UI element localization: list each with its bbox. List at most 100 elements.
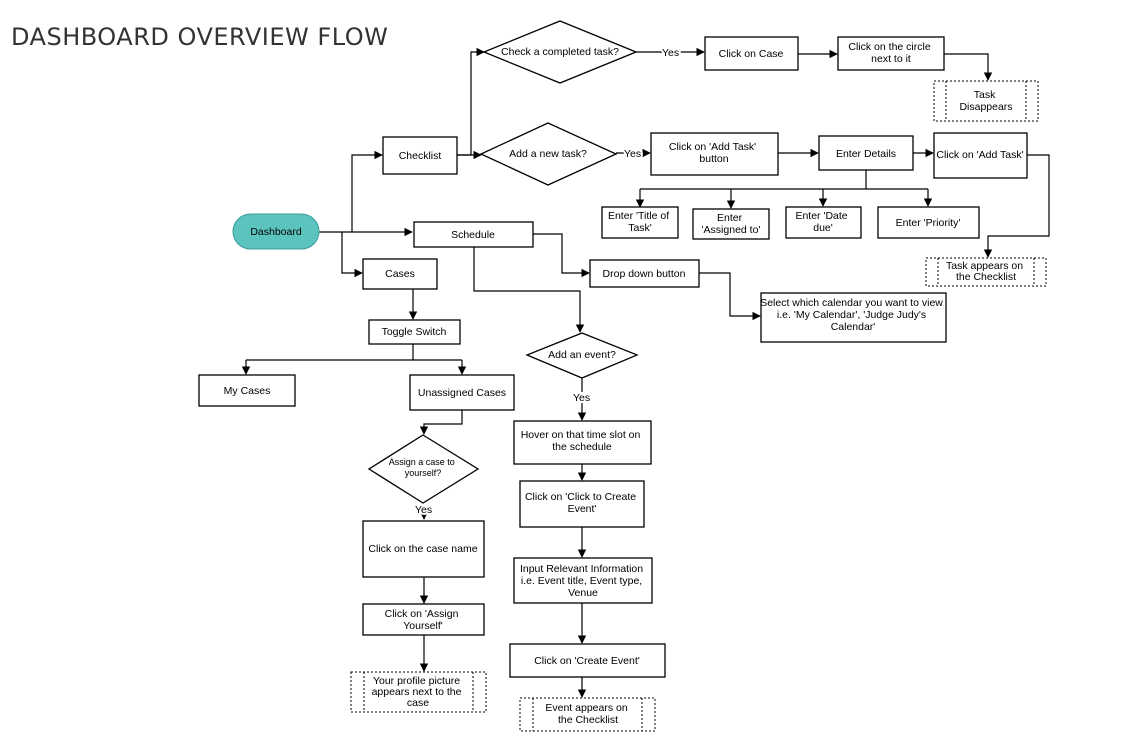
node-label-line: button <box>699 153 728 165</box>
node-enter-priority: Enter 'Priority' <box>877 206 980 239</box>
node-click-case-name: Click on the case name <box>362 520 485 578</box>
node-label: Click on the circle next to it <box>848 41 933 65</box>
node-label-line: 'Assigned to' <box>702 224 761 236</box>
node-toggle-switch: Toggle Switch <box>368 319 461 345</box>
node-shape <box>362 603 485 636</box>
node-label-line: Dashboard <box>250 226 302 238</box>
node-label: Add an event? <box>548 349 616 361</box>
node-shape <box>198 374 296 407</box>
node-shape <box>601 206 679 239</box>
node-enter-title: Enter 'Title of Task' <box>601 206 679 239</box>
node-shape <box>650 132 779 176</box>
node-label: Enter 'Priority' <box>896 217 961 229</box>
node-label-line: Click on the case name <box>368 543 477 555</box>
node-label: Enter 'Date due' <box>795 210 850 234</box>
edge-dashboard-checklist <box>351 150 383 232</box>
node-label: Unassigned Cases <box>418 387 506 399</box>
decision-shape <box>525 332 639 379</box>
node-select-calendar: Select which calendar you want to view i… <box>760 292 947 343</box>
node-shape <box>704 36 799 71</box>
node-shape <box>519 480 645 528</box>
node-label-line: My Cases <box>224 385 271 397</box>
edge-label-yes-event: Yes <box>573 392 590 404</box>
node-enter-date: Enter 'Date due' <box>785 206 862 239</box>
node-click-add-task: Click on 'Add Task' <box>933 132 1028 179</box>
node-hover-time-slot: Hover on that time slot on the schedule <box>513 420 652 465</box>
node-label-line: Enter 'Title of <box>608 210 669 222</box>
node-label-line: case <box>407 697 429 709</box>
node-label-line: Event appears on <box>545 702 627 714</box>
node-click-circle: Click on the circle next to it <box>837 36 945 71</box>
node-shape <box>368 319 461 345</box>
node-label-line: Unassigned Cases <box>418 387 506 399</box>
node-enter-details: Enter Details <box>818 135 914 171</box>
node-my-cases: My Cases <box>198 374 296 407</box>
node-shape <box>925 257 1047 287</box>
node-label-line: next to it <box>871 53 911 65</box>
node-label-line: the Checklist <box>558 714 618 726</box>
node-label-line: Click on Case <box>719 48 784 60</box>
node-unassigned-cases: Unassigned Cases <box>409 374 515 411</box>
node-label-line: the Checklist <box>956 271 1016 283</box>
node-assign-case: Assign a case to yourself? <box>367 434 480 504</box>
node-label: Select which calendar you want to view i… <box>760 297 946 333</box>
edge-unassigned-assign <box>419 410 463 435</box>
node-label: Task Disappears <box>959 89 1012 113</box>
node-click-create-event: Click on 'Create Event' <box>509 643 666 678</box>
node-label: My Cases <box>224 385 271 397</box>
node-label-line: i.e. Event title, Event type, <box>521 575 642 587</box>
node-label-line: Drop down button <box>603 268 686 280</box>
node-label-line: Schedule <box>451 229 495 241</box>
edge-label-yes-assign: Yes <box>415 504 432 516</box>
node-task-disappears: Task Disappears <box>933 80 1039 122</box>
node-add-event: Add an event? <box>525 332 639 379</box>
node-label-line: Calendar' <box>831 321 876 333</box>
node-click-assign-yourself: Click on 'Assign Yourself' <box>362 603 485 636</box>
node-label-line: Enter 'Date <box>795 210 847 222</box>
node-label: Enter 'Title of Task' <box>608 210 672 234</box>
node-label-line: Click on 'Add Task' <box>669 141 756 153</box>
decision-shape <box>479 122 618 186</box>
node-label: Enter Details <box>836 148 896 160</box>
node-shape <box>362 258 438 290</box>
node-label: Check a completed task? <box>501 46 619 58</box>
node-label-line: Click on 'Assign <box>385 608 459 620</box>
node-label-line: Click on the circle <box>848 41 930 53</box>
node-label: Add a new task? <box>509 148 587 160</box>
node-label-line: Check a completed task? <box>501 46 619 58</box>
node-shape <box>818 135 914 171</box>
edge-label-yes-completed: Yes <box>662 47 679 59</box>
node-shape <box>519 697 656 732</box>
node-label-line: Assign a case to <box>389 457 455 467</box>
node-label-line: Event' <box>568 503 597 515</box>
node-label-line: i.e. 'My Calendar', 'Judge Judy's <box>777 309 926 321</box>
edge-schedule-dropdown <box>533 233 590 278</box>
node-shape <box>933 80 1039 122</box>
node-label-line: Task appears on <box>946 260 1023 272</box>
node-label: Schedule <box>451 229 495 241</box>
node-label-line: appears next to the <box>372 686 462 698</box>
node-label: Your profile picture appears next to the… <box>372 675 465 709</box>
node-label-line: Click on 'Click to Create <box>525 491 636 503</box>
node-label-line: Enter Details <box>836 148 896 160</box>
node-shape <box>409 374 515 411</box>
node-label-line: Select which calendar you want to view <box>760 297 943 309</box>
edge-click-add-appears <box>983 154 1050 258</box>
node-shape <box>877 206 980 239</box>
node-label: Toggle Switch <box>382 326 447 338</box>
node-label: Task appears on the Checklist <box>946 260 1026 283</box>
node-label: Click on 'Create Event' <box>534 655 640 667</box>
edge-circle-disappears <box>944 53 993 81</box>
node-shape <box>692 208 770 240</box>
node-label-line: Add an event? <box>548 349 616 361</box>
node-label-line: Your profile picture <box>373 675 460 687</box>
edge-dashboard-cases <box>341 232 363 278</box>
node-check-completed-task: Check a completed task? <box>482 20 638 84</box>
node-label-line: Task' <box>628 222 652 234</box>
node-label: Event appears on the Checklist <box>545 702 630 726</box>
node-event-appears: Event appears on the Checklist <box>519 697 656 732</box>
node-label-line: Cases <box>385 268 415 280</box>
node-profile-picture: Your profile picture appears next to the… <box>350 671 487 713</box>
connectors <box>241 47 1050 698</box>
